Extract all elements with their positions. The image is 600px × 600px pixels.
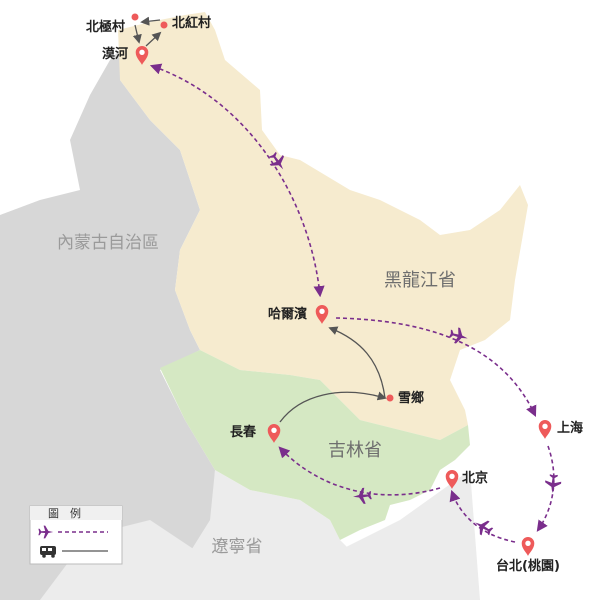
ground-route-xuexiang-harbin [328,326,386,399]
bus-icon [40,546,56,558]
xuexiang-label: 雪鄉 [398,390,424,406]
xuexiang-dot [386,394,394,402]
ground-route-changchun-xuexiang [279,391,387,423]
inner-mongolia-label: 內蒙古自治區 [57,233,159,253]
ground-route-beihongcun-beijicun [140,16,161,26]
flight-route-harbin-mohe [149,63,325,298]
flight-route-taipei-beijing [449,489,516,543]
liaoning-province [185,470,360,600]
liaoning-label: 遼寧省 [212,537,263,557]
harbin-label: 哈爾濱 [268,306,307,322]
flight-route-beijing-changchun [278,446,441,496]
beijicun-dot [131,13,139,21]
taipei-label: 台北(桃園) [496,558,560,574]
ground-route-mohe-beihongcun [145,31,162,47]
shanghai-label: 上海 [557,420,583,436]
mohe-label: 漠河 [102,46,128,62]
beijicun-label: 北極村 [86,19,125,35]
map-legend: 圖 例 [29,505,123,565]
flight-route-harbin-shanghai [335,317,537,418]
legend-title: 圖 例 [48,506,81,520]
jilin-province [160,350,470,540]
jilin-label: 吉林省 [328,440,382,461]
heilongjiang-label: 黑龍江省 [384,270,456,291]
beihongcun-label: 北紅村 [172,15,211,31]
beijing-label: 北京 [462,470,488,486]
flight-route-shanghai-taipei [536,445,555,532]
changchun-label: 長春 [230,424,257,440]
beihongcun-dot [160,21,168,29]
ground-route-beijicun-mohe [132,24,142,44]
